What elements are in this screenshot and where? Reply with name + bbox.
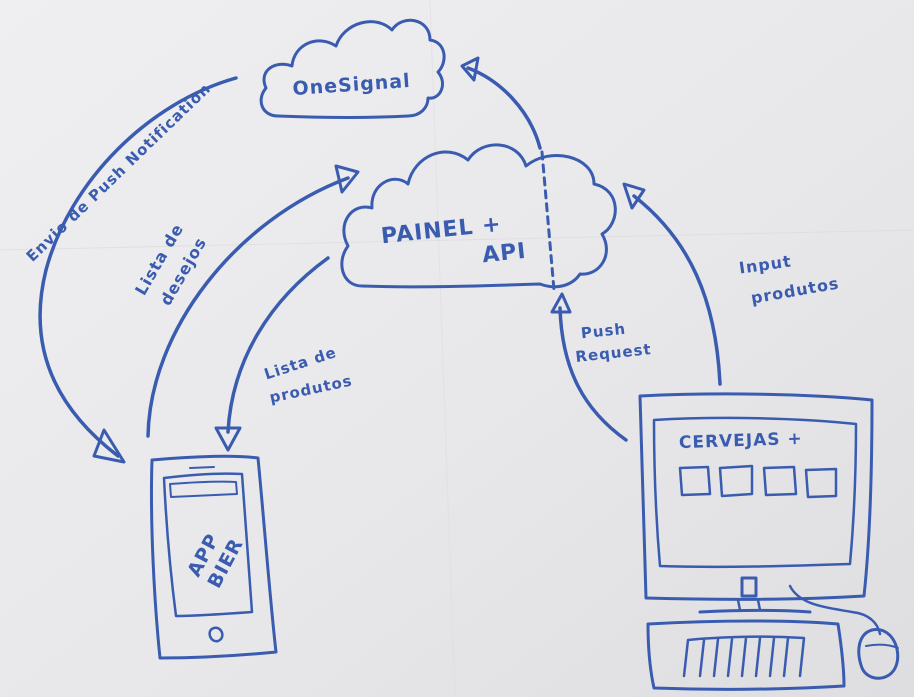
push-request-arrow: [550, 292, 628, 442]
input-produtos-arrow: [622, 182, 722, 386]
product-box: [804, 467, 838, 499]
push-request-label-line1: Push: [580, 320, 627, 343]
lista-produtos-arrow: [214, 256, 330, 452]
product-box: [762, 465, 798, 497]
product-box: [718, 464, 754, 498]
paper-crease: [0, 229, 914, 251]
push-request-forward-arrow: [460, 56, 556, 292]
product-box: [678, 465, 712, 497]
paper-crease: [429, 0, 456, 697]
desktop-screen-label: CERVEJAS +: [679, 429, 803, 453]
desktop-computer-icon: CERVEJAS +: [638, 392, 900, 691]
mouse-icon: [857, 628, 900, 680]
lista-desejos-arrow: [146, 164, 360, 438]
push-notification-arrow: [38, 76, 238, 464]
monitor-stand-base: [698, 609, 812, 614]
painel-api-cloud-icon: PAINEL + API: [340, 143, 617, 289]
painel-label-line2: API: [481, 239, 528, 268]
keyboard-icon: [646, 619, 846, 691]
